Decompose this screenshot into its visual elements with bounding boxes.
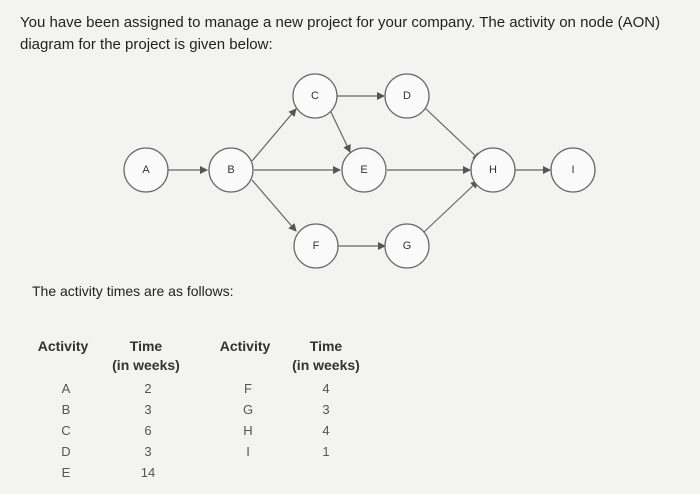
left-activity-header: Activity [37,338,89,354]
left-time-header-line-2: (in weeks) [112,357,180,373]
list-item: 3 [144,402,152,417]
node-a [123,147,169,193]
node-b [208,147,254,193]
list-item: 14 [140,465,156,480]
edge-b-c [251,108,297,162]
right-activity-column: F G H I [236,378,260,462]
left-time-column: 2 3 6 3 14 [132,378,164,483]
right-time-header-line-2: (in weeks) [292,357,360,373]
list-item: I [246,444,250,459]
list-item: F [244,381,252,396]
list-item: D [61,444,71,459]
list-item: 4 [322,423,330,438]
node-f [293,223,339,269]
node-c-label: C [311,90,319,102]
left-activity-column: A B C D E [54,378,78,483]
edge-g-h [423,180,479,233]
node-f-label: F [313,240,320,252]
problem-statement-line-1: You have been assigned to manage a new p… [20,14,661,31]
activity-times-intro: The activity times are as follows: [32,283,234,299]
list-item: 3 [144,444,152,459]
node-g-label: G [403,240,412,252]
right-time-header-line-1: Time [309,338,343,354]
node-c [292,73,338,119]
left-time-header: Time (in weeks) [104,337,188,375]
node-h [470,147,516,193]
list-item: E [61,465,71,480]
problem-statement: You have been assigned to manage a new p… [20,12,692,56]
node-d-label: D [403,90,411,102]
node-i [550,147,596,193]
problem-statement-line-2: diagram for the project is given below: [20,36,273,53]
node-e [341,147,387,193]
node-a-label: A [142,164,150,176]
list-item: C [61,423,71,438]
aon-diagram: A B C D E F G H I [123,73,596,269]
node-e-label: E [360,164,367,176]
list-item: 2 [144,381,152,396]
right-activity-header: Activity [219,338,271,354]
list-item: 1 [322,444,330,459]
list-item: A [61,381,71,396]
left-time-header-line-1: Time [129,338,163,354]
list-item: H [243,423,253,438]
node-b-label: B [227,164,234,176]
list-item: 3 [322,402,330,417]
right-time-header: Time (in weeks) [284,337,368,375]
list-item: 6 [144,423,152,438]
node-i-label: I [571,164,574,176]
list-item: B [61,402,71,417]
node-d [384,73,430,119]
node-h-label: H [489,164,497,176]
list-item: G [242,402,254,417]
node-g [384,223,430,269]
edge-c-e [329,109,351,153]
right-time-column: 4 3 4 1 [310,378,342,462]
list-item: 4 [322,381,330,396]
edge-b-f [251,179,297,232]
edge-d-h [424,107,481,161]
